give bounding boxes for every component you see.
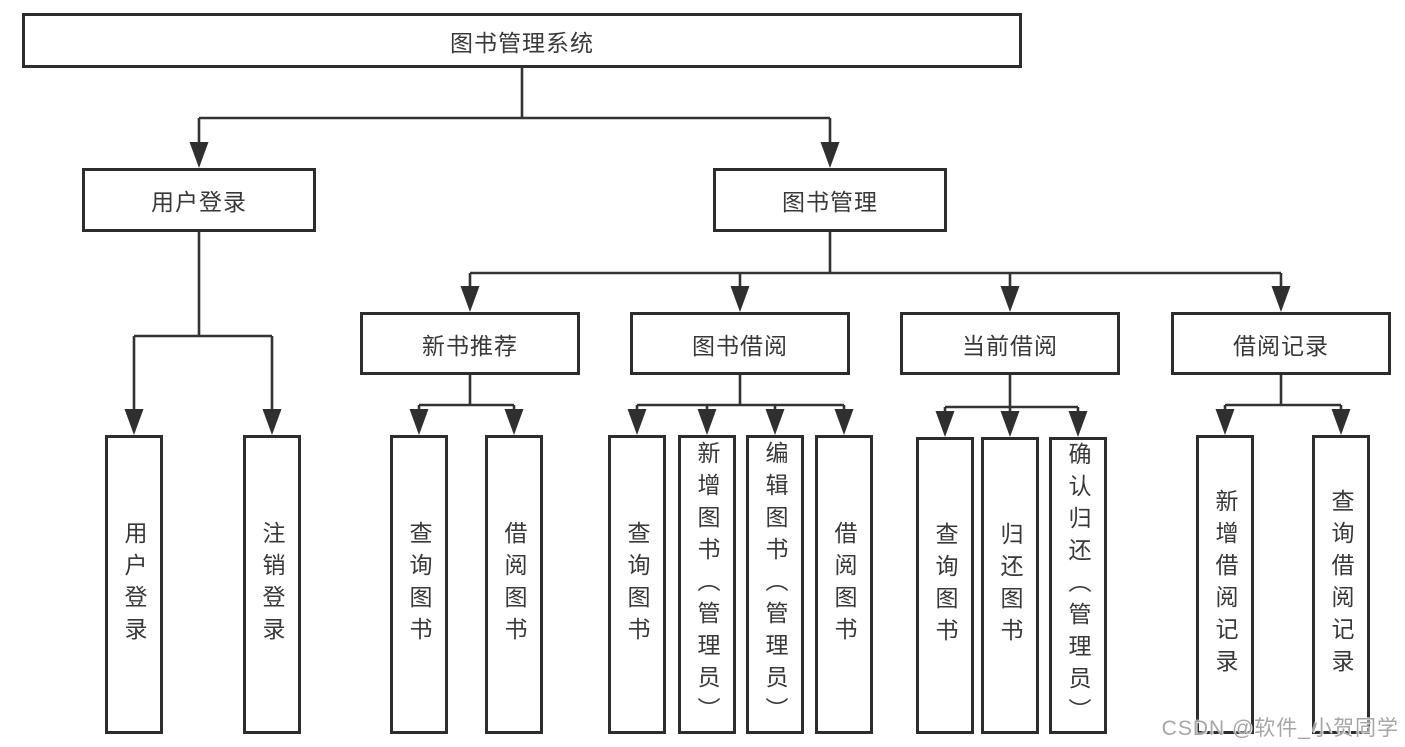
node-borrow-records: 借阅记录 (1171, 312, 1391, 375)
edge-rec-to-leaves (417, 375, 516, 411)
leaf-borrow-edit-books-admin: 编辑图书（管理员） (746, 435, 804, 734)
leaf-current-query-books: 查询图书 (916, 437, 974, 734)
leaf-borrow-query-books: 查询图书 (608, 435, 666, 734)
leaf-user-login: 用户登录 (105, 435, 163, 734)
edge-login-to-leaves (132, 232, 274, 411)
edge-records-to-leaves (1223, 375, 1343, 411)
leaf-rec-query-books: 查询图书 (390, 435, 448, 734)
leaf-logout: 注销登录 (243, 435, 301, 734)
node-book-borrow: 图书借阅 (630, 312, 850, 375)
node-user-login: 用户登录 (82, 168, 316, 232)
leaf-rec-borrow-books: 借阅图书 (485, 435, 543, 734)
edge-mgmt-to-level3 (468, 232, 1283, 288)
node-current-borrow: 当前借阅 (900, 312, 1120, 375)
leaf-records-query: 查询借阅记录 (1312, 435, 1370, 734)
leaf-current-return-books: 归还图书 (981, 437, 1039, 734)
leaf-borrow-add-books-admin: 新增图书（管理员） (678, 435, 736, 734)
edge-root-to-level2 (197, 68, 832, 144)
node-new-book-recommend: 新书推荐 (360, 312, 580, 375)
node-book-management: 图书管理 (713, 168, 947, 232)
edge-current-to-leaves (943, 375, 1080, 413)
leaf-current-confirm-return-admin: 确认归还（管理员） (1049, 437, 1107, 734)
leaf-records-add: 新增借阅记录 (1196, 435, 1254, 734)
edge-borrow-to-leaves (635, 375, 846, 411)
watermark: CSDN @软件_小贺同学 (1161, 717, 1399, 740)
node-root: 图书管理系统 (22, 13, 1022, 68)
leaf-borrow-borrow-books: 借阅图书 (815, 435, 873, 734)
